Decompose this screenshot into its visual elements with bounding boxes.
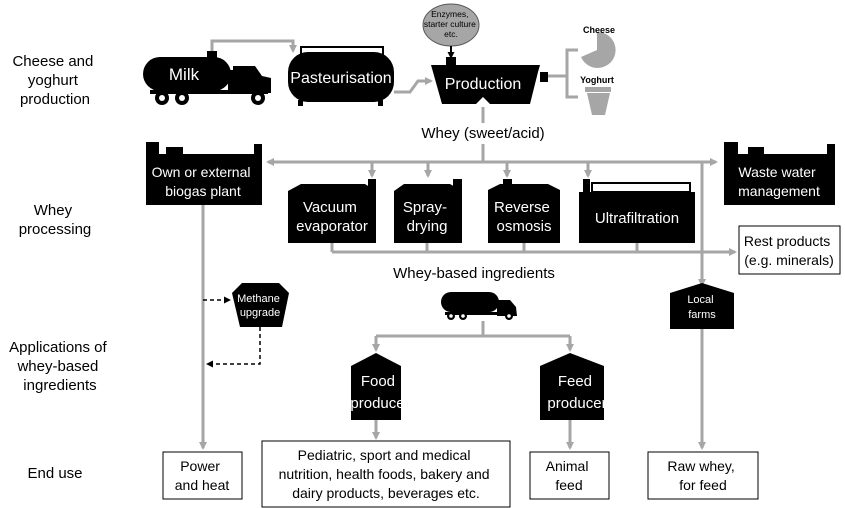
food-products-label: Pediatric, sport and medical nutrition, … xyxy=(279,447,494,501)
production-label: Production xyxy=(445,76,522,93)
methane-upgrade-icon xyxy=(232,283,289,327)
waste-water-icon xyxy=(724,142,835,205)
enzymes-label: Enzymes, starter culture etc. xyxy=(424,9,478,39)
waste-water-label: Waste water management xyxy=(738,164,820,199)
whey-ingredients-label: Whey-based ingredients xyxy=(393,265,555,282)
power-heat-label: Power and heat xyxy=(175,458,230,493)
feed-producer-icon xyxy=(540,353,604,420)
methane-to-power-dashed xyxy=(206,327,261,368)
ultrafiltration-icon xyxy=(579,179,695,243)
vacuum-evaporator-icon xyxy=(288,179,376,243)
food-producer-label: Food producer xyxy=(350,373,409,412)
reverse-osmosis-label: Reverse osmosis xyxy=(494,199,554,235)
biogas-plant-icon xyxy=(146,142,262,205)
rest-products-label: Rest products (e.g. minerals) xyxy=(744,233,834,268)
rest-products-box xyxy=(738,225,841,275)
stage-label-applications: Applications of whey-based ingredients xyxy=(9,339,111,394)
food-products-box xyxy=(261,440,511,508)
power-heat-box xyxy=(162,451,243,500)
stage-label-end-use: End use xyxy=(27,465,82,482)
stage-label-whey-processing: Whey processing xyxy=(19,202,92,238)
yoghurt-icon xyxy=(585,87,611,115)
methane-upgrade-label: Methane upgrade xyxy=(237,293,283,319)
production-to-products-connector xyxy=(548,48,578,99)
raw-whey-label: Raw whey, for feed xyxy=(667,458,738,493)
raw-whey-box xyxy=(647,451,759,500)
milk-truck-icon xyxy=(143,51,271,105)
cheese-label: Cheese xyxy=(583,25,615,35)
production-vat-icon xyxy=(431,57,548,104)
stage-label-cheese-yoghurt: Cheese and yoghurt production xyxy=(12,53,97,108)
spray-drying-icon xyxy=(394,179,462,243)
spray-drying-label: Spray- drying xyxy=(403,199,451,235)
pasteurisation-tank-icon xyxy=(288,46,394,106)
yoghurt-label: Yoghurt xyxy=(580,75,614,85)
pasteurisation-label: Pasteurisation xyxy=(290,70,391,87)
milk-label: Milk xyxy=(169,65,200,84)
cheese-icon xyxy=(581,31,616,68)
milk-to-pasteurisation-connector xyxy=(210,39,297,54)
ingredient-tanker-icon xyxy=(441,292,517,320)
local-farms-icon xyxy=(670,283,734,329)
biogas-plant-label: Own or external biogas plant xyxy=(152,164,255,199)
food-producer-icon xyxy=(351,353,401,420)
reverse-osmosis-icon xyxy=(488,179,560,243)
pasteurisation-to-production-connector xyxy=(394,77,433,94)
whey-label: Whey (sweet/acid) xyxy=(421,125,544,142)
animal-feed-label: Animal feed xyxy=(546,458,593,493)
vacuum-evaporator-label: Vacuum evaporator xyxy=(296,199,368,235)
animal-feed-box xyxy=(529,451,610,500)
feed-producer-label: Feed producer xyxy=(547,373,606,412)
ultrafiltration-label: Ultrafiltration xyxy=(595,210,679,227)
local-farms-label: Local farms xyxy=(687,294,716,321)
enzymes-input-icon xyxy=(422,3,480,59)
